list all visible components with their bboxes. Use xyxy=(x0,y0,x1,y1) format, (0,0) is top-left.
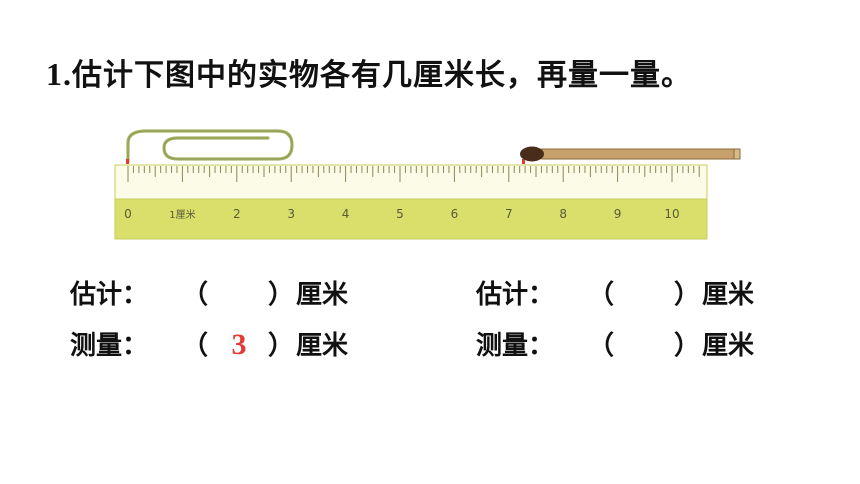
start-marker-left xyxy=(126,159,129,164)
close-paren: ） xyxy=(268,280,295,310)
estimate-label: 估计： xyxy=(70,280,149,310)
estimate-label: 估计： xyxy=(476,280,555,310)
question-title: 1.估计下图中的实物各有几厘米长，再量一量。 xyxy=(46,50,692,94)
paperclip-icon xyxy=(126,129,294,164)
left-measure-value[interactable]: 3 xyxy=(231,328,247,361)
ruler-labels: 0 1厘米 2 3 4 5 6 7 8 9 10 xyxy=(124,207,679,221)
ruler-number: 0 xyxy=(124,207,132,221)
right-measure-row: 测量： （ ）厘米 xyxy=(476,325,754,362)
close-paren: ） xyxy=(268,331,295,361)
close-paren: ） xyxy=(674,280,701,310)
unit-label: 厘米 xyxy=(702,280,755,310)
measure-label: 测量： xyxy=(476,331,555,361)
ruler-number: 3 xyxy=(287,207,295,221)
open-paren: （ xyxy=(182,331,209,361)
ruler-number: 7 xyxy=(505,207,513,221)
left-estimate-row: 估计： （ ）厘米 xyxy=(70,274,348,311)
unit-label: 厘米 xyxy=(296,280,349,310)
ruler-number: 6 xyxy=(451,207,459,221)
unit-label: 厘米 xyxy=(702,331,755,361)
ruler-number: 1厘米 xyxy=(169,208,195,221)
open-paren: （ xyxy=(588,331,615,361)
ruler-number: 9 xyxy=(614,207,622,221)
ruler-number: 10 xyxy=(664,207,679,221)
matchstick-icon xyxy=(520,146,741,162)
ruler-number: 4 xyxy=(342,207,350,221)
measure-label: 测量： xyxy=(70,331,149,361)
right-estimate-row: 估计： （ ）厘米 xyxy=(476,274,754,311)
question-number: 1. xyxy=(46,56,72,92)
start-marker-right xyxy=(522,159,525,164)
unit-label: 厘米 xyxy=(296,331,349,361)
question-text: 估计下图中的实物各有几厘米长，再量一量。 xyxy=(72,58,692,93)
ruler-figure: 0 1厘米 2 3 4 5 6 7 8 9 10 xyxy=(114,129,741,240)
open-paren: （ xyxy=(588,280,615,310)
ruler-ticks xyxy=(127,166,700,182)
ruler-number: 2 xyxy=(233,207,241,221)
open-paren: （ xyxy=(182,280,209,310)
ruler-number: 8 xyxy=(559,207,567,221)
close-paren: ） xyxy=(674,331,701,361)
ruler-number: 5 xyxy=(396,207,404,221)
left-measure-row: 测量： （ 3 ）厘米 xyxy=(70,325,348,362)
